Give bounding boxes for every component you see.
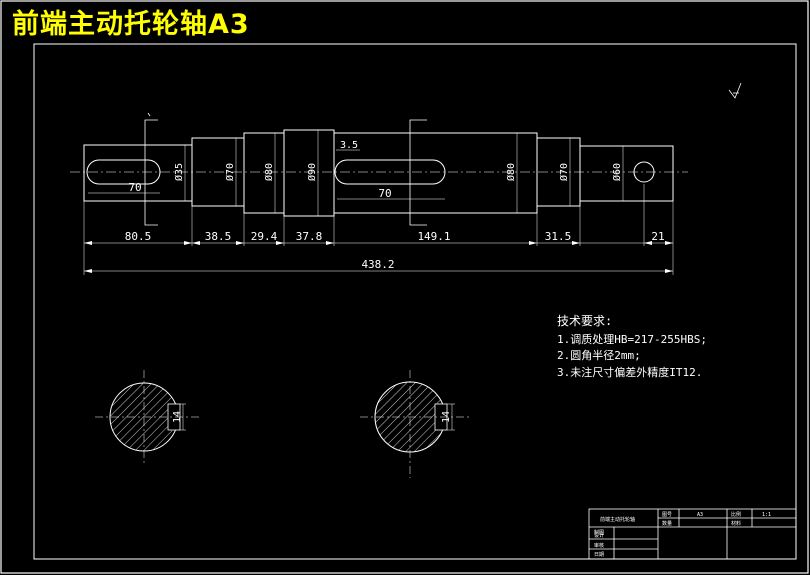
keyway-dims <box>88 149 445 200</box>
tb-label-cailiao: 材料 <box>731 520 741 527</box>
dim-keyway-left: 70 <box>128 181 141 194</box>
dim-d35: Ø35 <box>173 163 185 181</box>
inner-frame <box>33 43 797 560</box>
dim-d60: Ø60 <box>611 163 623 181</box>
tb-value-tuhao: A3 <box>697 512 703 518</box>
tb-label-riqi: 日期 <box>594 552 604 558</box>
dim-keyway-right: 70 <box>378 187 391 200</box>
dim-total: 438.2 <box>361 258 394 271</box>
tb-label-tuhao: 图号 <box>662 512 672 518</box>
dim-s4: 37.8 <box>296 230 323 243</box>
dim-key-right: 14 <box>441 411 452 423</box>
shaft-outline <box>83 129 674 217</box>
tb-drawing-name: 前端主动托轮轴 <box>600 516 635 523</box>
tb-value-bili: 1:1 <box>762 512 771 518</box>
title-block <box>588 508 797 560</box>
dim-key-left: 14 <box>172 411 183 423</box>
dim-d70-right: Ø70 <box>558 163 570 181</box>
dim-d90: Ø90 <box>306 163 318 181</box>
segment-arrows <box>84 241 673 245</box>
dim-s3: 29.4 <box>251 230 278 243</box>
diameter-labels: Ø35 Ø70 Ø80 Ø90 Ø80 Ø70 Ø60 <box>173 163 623 181</box>
dim-d80-left: Ø80 <box>263 163 275 181</box>
total-arrows <box>84 269 673 273</box>
tb-label-zhitu: 制图 <box>594 529 604 536</box>
extension-lines <box>83 184 674 275</box>
notes-line3: 3.未注尺寸偏差外精度IT12. <box>557 365 702 379</box>
dim-d80-right: Ø80 <box>505 163 517 181</box>
roughness-symbol <box>728 82 742 99</box>
title-block-text: 前端主动托轮轴 图号 A3 比例 1:1 数量 材料 制图 设计 审核 日期 <box>594 511 771 558</box>
notes-line2: 2.圆角半径2mm; <box>557 348 641 362</box>
section-cut-lines <box>144 112 427 226</box>
tb-label-shuliang: 数量 <box>662 520 672 527</box>
segment-dims: 80.5 38.5 29.4 37.8 149.1 31.5 21 <box>125 230 665 243</box>
dim-s7: 21 <box>651 230 664 243</box>
tb-label-shenhe: 审核 <box>594 542 604 549</box>
dim-s5: 149.1 <box>417 230 450 243</box>
dim-s1: 80.5 <box>125 230 152 243</box>
tb-label-bili: 比例 <box>731 511 741 518</box>
section-view-left: 14 <box>95 370 200 465</box>
diameter-dim-lines <box>184 130 624 216</box>
dim-d70-left: Ø70 <box>224 163 236 181</box>
dim-s6: 31.5 <box>545 230 572 243</box>
technical-notes: 技术要求: 1.调质处理HB=217-255HBS; 2.圆角半径2mm; 3.… <box>557 314 707 379</box>
tb-label-sheji: 设计 <box>594 532 604 539</box>
notes-line1: 1.调质处理HB=217-255HBS; <box>557 333 707 346</box>
drawing-title: 前端主动托轮轴A3 <box>12 9 250 40</box>
dim-r35: 3.5 <box>340 140 358 151</box>
section-view-right: 14 <box>360 370 470 478</box>
dim-s2: 38.5 <box>205 230 232 243</box>
notes-heading: 技术要求: <box>557 314 612 328</box>
